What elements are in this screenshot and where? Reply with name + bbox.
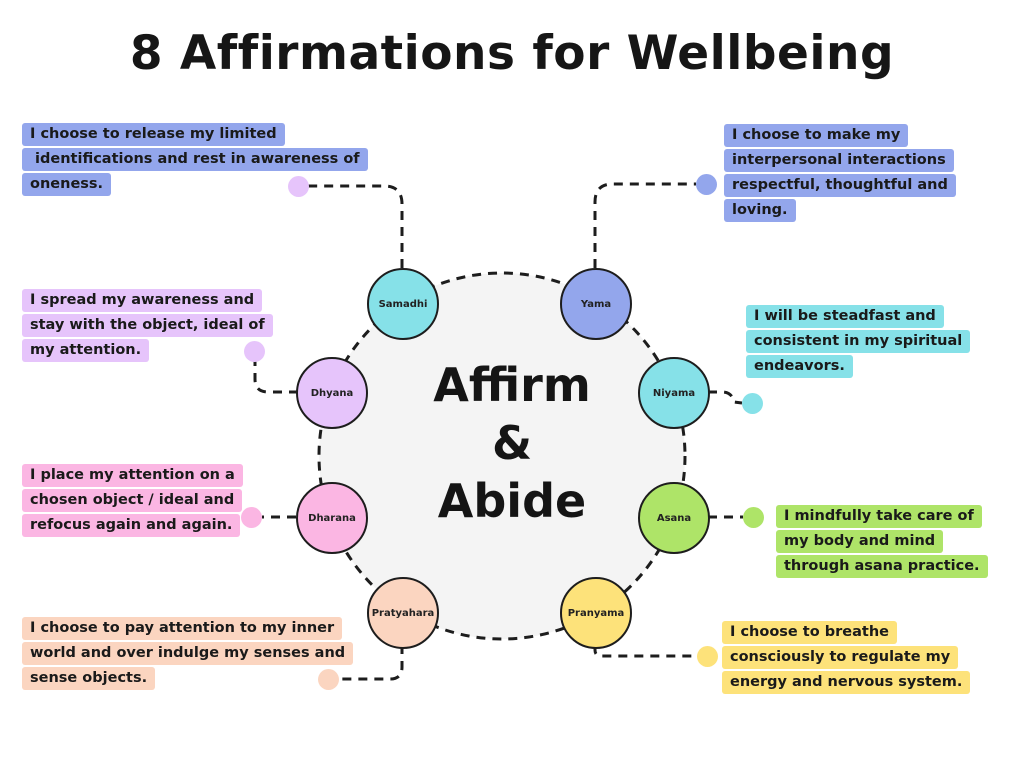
connector-dhyana	[253, 360, 298, 394]
limb-dharana-label: Dharana	[308, 512, 356, 524]
limb-niyama-label: Niyama	[652, 387, 696, 399]
affirmation-niyama: I will be steadfast and consistent in my…	[746, 305, 971, 380]
limb-pratyahara: Pratyahara	[367, 577, 439, 649]
endpoint-dot-asana	[743, 507, 764, 528]
affirmation-line: respectful, thoughtful and	[724, 174, 956, 197]
endpoint-dot-yama	[696, 174, 717, 195]
affirmation-line: through asana practice.	[776, 555, 988, 578]
affirmation-yama: I choose to make my interpersonal intera…	[724, 124, 956, 224]
endpoint-dot-niyama	[742, 393, 763, 414]
center-circle	[317, 271, 687, 641]
limb-pranyama-label: Pranyama	[567, 607, 625, 619]
limb-dharana: Dharana	[296, 482, 368, 554]
affirmation-line: refocus again and again.	[22, 514, 241, 537]
affirmation-line: interpersonal interactions	[724, 149, 954, 172]
affirmation-pranyama: I choose to breathe consciously to regul…	[722, 621, 971, 696]
affirmation-line: I choose to release my limited	[22, 123, 285, 146]
affirmation-dharana: I place my attention on a chosen object …	[22, 464, 243, 539]
affirmation-pratyahara: I choose to pay attention to my inner wo…	[22, 617, 354, 692]
limb-niyama: Niyama	[638, 357, 710, 429]
endpoint-dot-pranyama	[697, 646, 718, 667]
affirmation-line: oneness.	[22, 173, 112, 196]
affirmation-line: endeavors.	[746, 355, 853, 378]
affirmation-samadhi: I choose to release my limited identific…	[22, 123, 368, 198]
endpoint-dot-dhyana	[244, 341, 265, 362]
center-label-line3: Abide	[437, 474, 587, 528]
affirmation-line: I spread my awareness and	[22, 289, 263, 312]
affirmation-dhyana: I spread my awareness and stay with the …	[22, 289, 273, 364]
connector-pranyama	[593, 645, 697, 658]
center-label: Affirm & Abide	[400, 356, 624, 530]
connector-pratyahara	[339, 645, 404, 681]
limb-dhyana: Dhyana	[296, 357, 368, 429]
connector-yama	[593, 182, 696, 268]
affirmation-asana: I mindfully take care of my body and min…	[776, 505, 988, 580]
affirmation-line: stay with the object, ideal of	[22, 314, 273, 337]
affirmation-line: energy and nervous system.	[722, 671, 971, 694]
center-label-line2: &	[491, 416, 533, 470]
affirmation-line: I mindfully take care of	[776, 505, 982, 528]
limb-yama: Yama	[560, 268, 632, 340]
affirmation-line: I place my attention on a	[22, 464, 243, 487]
affirmation-line: I will be steadfast and	[746, 305, 944, 328]
limb-pranyama: Pranyama	[560, 577, 632, 649]
limb-asana: Asana	[638, 482, 710, 554]
affirmation-line: world and over indulge my senses and	[22, 642, 354, 665]
page-title: 8 Affirmations for Wellbeing	[129, 26, 895, 81]
affirmation-line: I choose to breathe	[722, 621, 897, 644]
affirmation-line: I choose to make my	[724, 124, 909, 147]
affirmation-line: chosen object / ideal and	[22, 489, 243, 512]
affirmation-line: identifications and rest in awareness of	[22, 148, 368, 171]
limb-yama-label: Yama	[580, 298, 612, 310]
center-label-line1: Affirm	[433, 358, 591, 412]
limb-dhyana-label: Dhyana	[310, 387, 354, 399]
endpoint-dot-samadhi	[288, 176, 309, 197]
affirmation-line: loving.	[724, 199, 796, 222]
limb-pratyahara-label: Pratyahara	[371, 607, 435, 619]
affirmation-line: my attention.	[22, 339, 150, 362]
limb-asana-label: Asana	[656, 512, 692, 524]
affirmation-line: my body and mind	[776, 530, 944, 553]
affirmation-line: I choose to pay attention to my inner	[22, 617, 343, 640]
affirmation-line: consistent in my spiritual	[746, 330, 971, 353]
connector-niyama	[708, 390, 743, 405]
limb-samadhi: Samadhi	[367, 268, 439, 340]
connector-samadhi	[308, 184, 404, 268]
limb-samadhi-label: Samadhi	[378, 298, 428, 310]
endpoint-dot-pratyahara	[318, 669, 339, 690]
endpoint-dot-dharana	[241, 507, 262, 528]
affirmation-line: sense objects.	[22, 667, 156, 690]
affirmation-line: consciously to regulate my	[722, 646, 959, 669]
